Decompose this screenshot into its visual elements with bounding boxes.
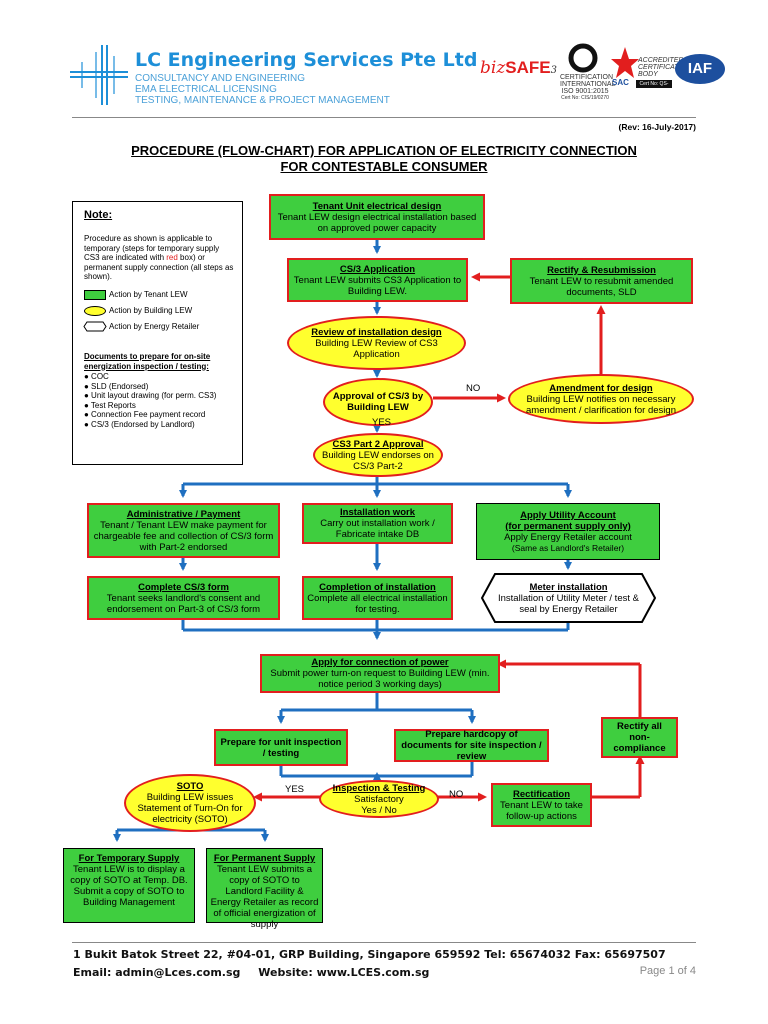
docs-list: ● COC ● SLD (Endorsed) ● Unit layout dra… [84, 372, 216, 429]
rectify-all-box: Rectify all non-compliance [601, 717, 678, 758]
list-item: ● Test Reports [84, 400, 136, 410]
list-item: ● SLD (Endorsed) [84, 381, 149, 391]
prepare-unit-box: Prepare for unit inspection / testing [214, 729, 348, 766]
legend-green-swatch [84, 290, 106, 300]
footer-contact: Email: admin@Lces.com.sg Website: www.LC… [73, 966, 430, 979]
page-title-line-1: PROCEDURE (FLOW-CHART) FOR APPLICATION O… [131, 143, 637, 158]
prepare-docs-box: Prepare hardcopy of documents for site i… [394, 729, 549, 762]
sac-star-icon [611, 47, 639, 78]
list-item: ● CS/3 (Endorsed by Landlord) [84, 419, 195, 429]
company-line-2: EMA ELECTRICAL LICENSING [135, 84, 277, 95]
header-divider [72, 117, 696, 118]
company-logo [70, 45, 128, 105]
sac-label: SAC [612, 78, 629, 87]
website-link[interactable]: www.LCES.com.sg [316, 966, 430, 979]
note-box: Note: Procedure as shown is applicable t… [72, 201, 243, 465]
iso-ring-icon [568, 43, 598, 73]
legend-retailer: Action by Energy Retailer [109, 322, 200, 331]
approval-box: Approval of CS/3 by Building LEW [323, 378, 433, 426]
legend-white-hexagon [83, 321, 107, 332]
company-line-3: TESTING, MAINTENANCE & PROJECT MANAGEMEN… [135, 95, 390, 106]
note-heading: Note: [84, 209, 113, 221]
list-item: ● Unit layout drawing (for perm. CS3) [84, 391, 217, 400]
meter-installation-hexagon [481, 573, 656, 623]
legend-tenant: Action by Tenant LEW [109, 290, 188, 299]
company-line-1: CONSULTANCY AND ENGINEERING [135, 73, 306, 84]
bizsafe-logo: bizSAFE3 [480, 58, 557, 78]
list-item: ● Connection Fee payment record [84, 410, 206, 419]
email-link[interactable]: admin@Lces.com.sg [115, 966, 241, 979]
legend-yellow-swatch [84, 306, 106, 316]
no-label-approval: NO [466, 383, 481, 394]
sac-cert-no: Cert No: QS-2011-01 [636, 80, 672, 95]
page-number: Page 1 of 4 [639, 965, 696, 977]
note-text: Procedure as shown is applicable to temp… [84, 234, 234, 281]
utility-account-box: Apply Utility Account(for permanent supp… [476, 503, 660, 560]
yes-label-approval: YES [372, 417, 392, 428]
company-name: LC Engineering Services Pte Ltd [135, 49, 478, 71]
iaf-logo: IAF [675, 54, 725, 84]
list-item: ● COC [84, 372, 109, 381]
legend-building: Action by Building LEW [109, 306, 193, 315]
page-title-line-2: FOR CONTESTABLE CONSUMER [280, 159, 488, 174]
footer-divider [72, 942, 696, 943]
revision: (Rev: 16-July-2017) [618, 122, 696, 132]
footer-address: 1 Bukit Batok Street 22, #04-01, GRP Bui… [73, 948, 666, 961]
docs-heading: Documents to prepare for on-site energiz… [84, 352, 211, 371]
no-label-inspection: NO [449, 789, 464, 800]
yes-label-inspection: YES [285, 784, 305, 795]
